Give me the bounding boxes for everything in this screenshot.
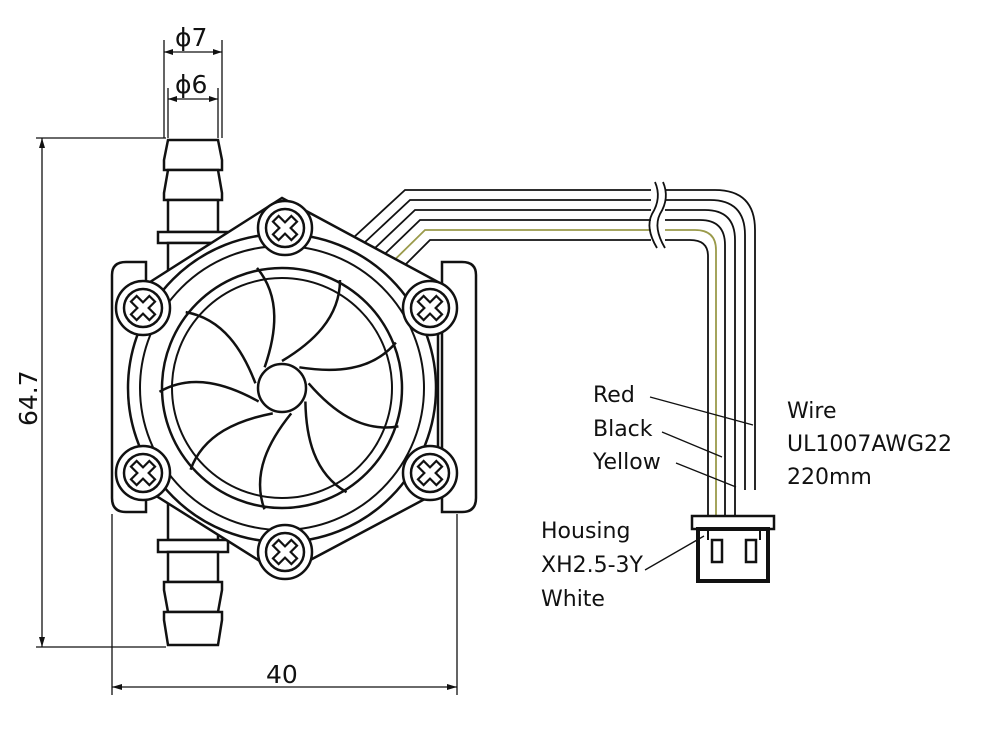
- label-wire: Wire: [787, 399, 836, 424]
- label-housing-model: XH2.5-3Y: [541, 553, 644, 578]
- wire-bundle: [339, 181, 756, 516]
- screw-lower-left: [114, 444, 172, 502]
- label-red-wire: Red: [593, 383, 635, 408]
- screw-upper-right: [401, 279, 459, 337]
- screw-top: [256, 199, 314, 257]
- screw-bottom: [256, 523, 314, 581]
- label-black-wire: Black: [593, 417, 653, 442]
- impeller: [158, 266, 400, 511]
- dim-width: 40: [266, 660, 298, 689]
- label-wire-spec: UL1007AWG22: [787, 432, 952, 457]
- screw-upper-left: [114, 279, 172, 337]
- label-housing-color: White: [541, 587, 605, 612]
- label-yellow-wire: Yellow: [592, 450, 661, 475]
- label-housing: Housing: [541, 519, 630, 544]
- dim-height: 64.7: [14, 370, 43, 426]
- label-wire-length: 220mm: [787, 465, 872, 490]
- screw-lower-right: [401, 444, 459, 502]
- xh-connector: [690, 514, 776, 583]
- dimension-arrows: [39, 49, 457, 690]
- dimension-lines: [36, 40, 754, 695]
- dim-outer-diameter: ϕ7: [175, 23, 207, 52]
- dim-inner-diameter: ϕ6: [175, 70, 207, 99]
